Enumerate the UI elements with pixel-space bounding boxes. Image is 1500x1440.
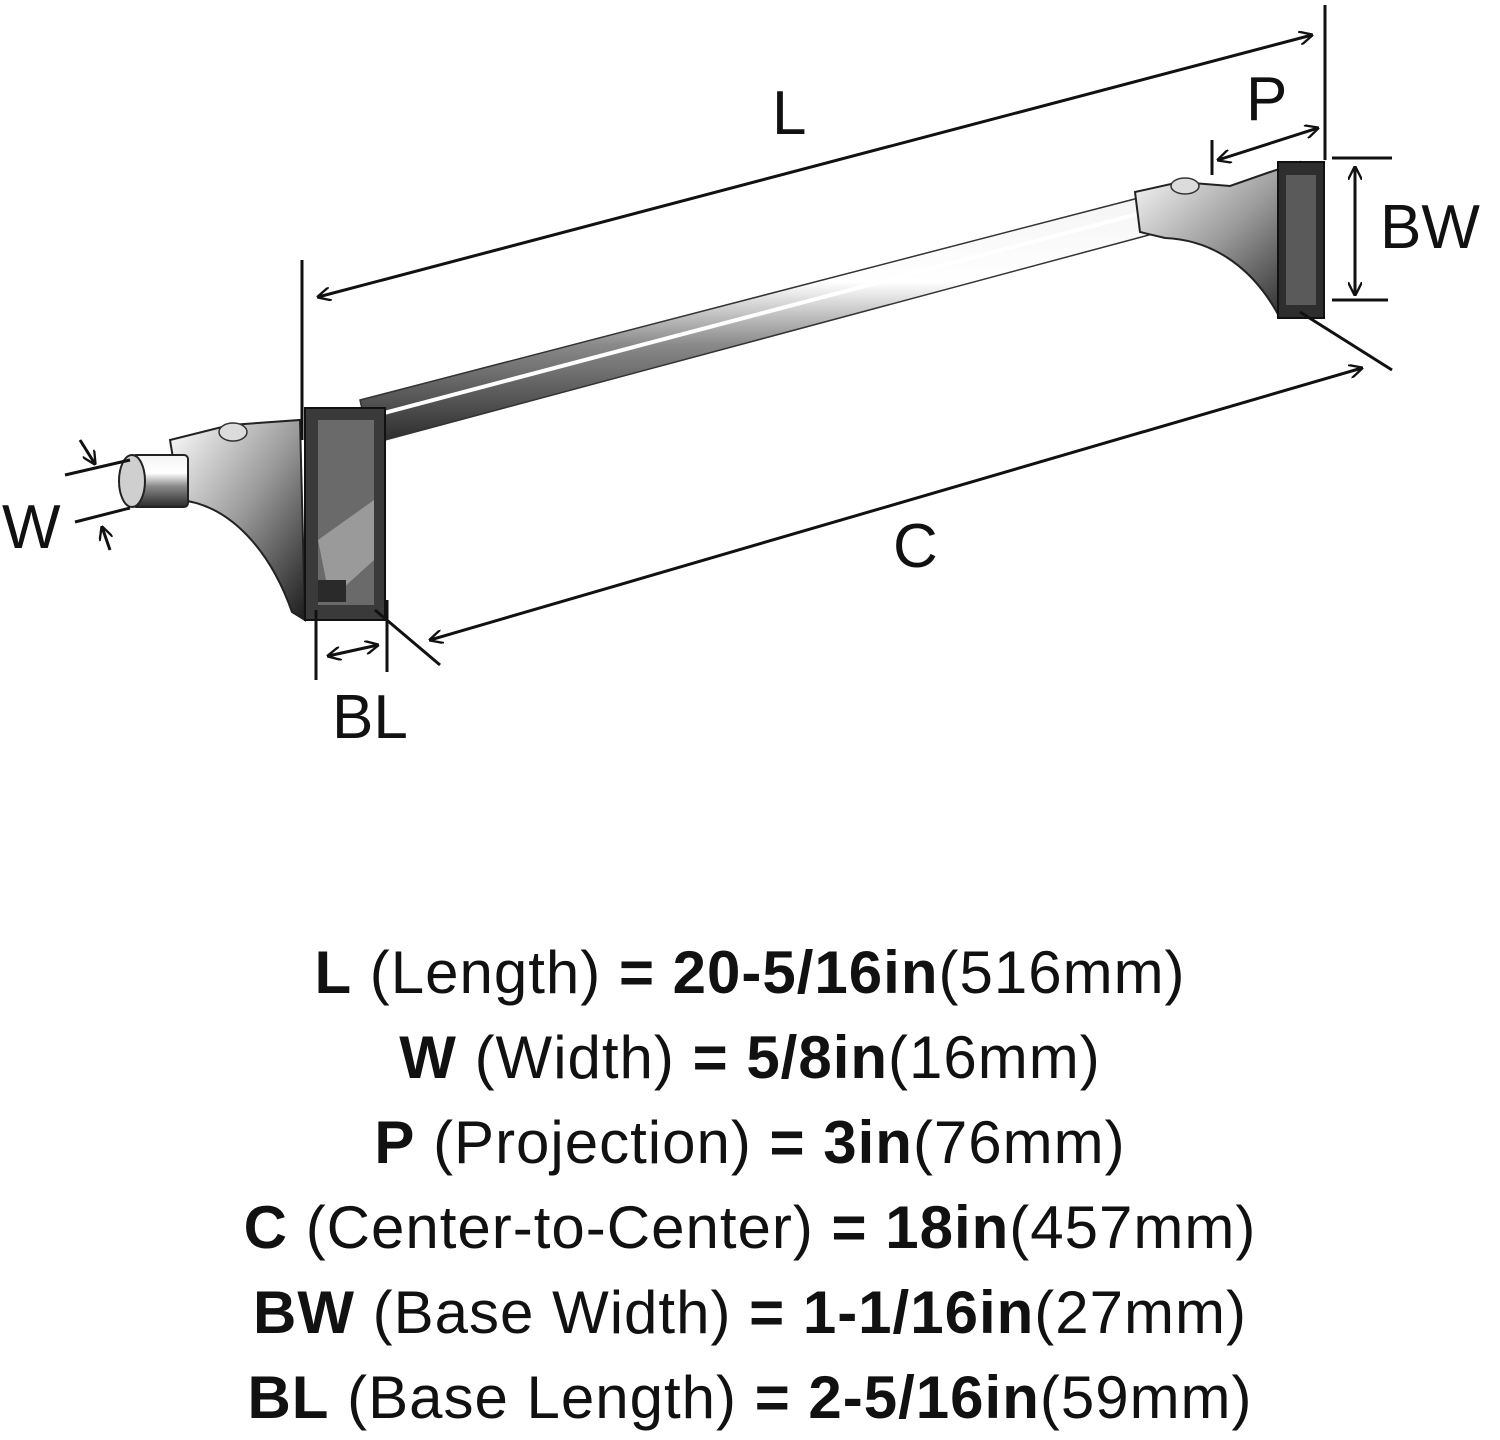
spec-code: BW	[253, 1279, 355, 1346]
spec-metric: (76mm)	[912, 1109, 1126, 1176]
spec-name: (Length)	[369, 939, 602, 1006]
label-P: P	[1246, 65, 1287, 134]
towel-bar-diagram: L P BW W C BL	[2, 5, 1480, 752]
spec-equals: =	[769, 1109, 806, 1176]
spec-imperial: 1-1/16in	[802, 1279, 1035, 1346]
towel-bar-rod	[359, 194, 1161, 445]
spec-code: L	[314, 939, 353, 1006]
spec-metric: (27mm)	[1034, 1279, 1247, 1346]
spec-row-width: W (Width) = 5/8in(16mm)	[0, 1015, 1500, 1100]
spec-metric: (457mm)	[1009, 1194, 1257, 1261]
spec-code: P	[374, 1109, 416, 1176]
spec-row-center-to-center: C (Center-to-Center) = 18in(457mm)	[0, 1185, 1500, 1270]
spec-imperial: 3in	[823, 1109, 913, 1176]
label-C: C	[893, 512, 938, 581]
spec-imperial: 2-5/16in	[808, 1364, 1040, 1431]
spec-metric: (516mm)	[938, 939, 1186, 1006]
spec-row-projection: P (Projection) = 3in(76mm)	[0, 1100, 1500, 1185]
spec-name: (Base Length)	[347, 1364, 738, 1431]
label-BL: BL	[332, 683, 408, 752]
spec-code: BL	[247, 1364, 330, 1431]
spec-equals: =	[754, 1364, 791, 1431]
label-L: L	[772, 79, 806, 148]
spec-imperial: 20-5/16in	[672, 939, 939, 1006]
spec-equals: =	[831, 1194, 868, 1261]
spec-metric: (59mm)	[1039, 1364, 1253, 1431]
dimension-lines	[64, 5, 1393, 680]
spec-code: C	[243, 1194, 289, 1261]
label-BW: BW	[1380, 193, 1480, 262]
spec-name: (Width)	[474, 1024, 675, 1091]
spec-equals: =	[618, 939, 655, 1006]
spec-imperial: 18in	[885, 1194, 1010, 1261]
spec-row-base-width: BW (Base Width) = 1-1/16in(27mm)	[0, 1270, 1500, 1355]
right-bracket	[1133, 160, 1325, 319]
end-cap	[118, 454, 189, 508]
spec-row-length: L (Length) = 20-5/16in(516mm)	[0, 930, 1500, 1015]
spec-name: (Base Width)	[372, 1279, 732, 1346]
spec-name: (Center-to-Center)	[305, 1194, 814, 1261]
spec-imperial: 5/8in	[746, 1024, 889, 1091]
specifications-list: L (Length) = 20-5/16in(516mm) W (Width) …	[0, 930, 1500, 1440]
spec-row-base-length: BL (Base Length) = 2-5/16in(59mm)	[0, 1355, 1500, 1440]
spec-name: (Projection)	[433, 1109, 752, 1176]
label-W: W	[2, 493, 61, 562]
spec-equals: =	[749, 1279, 786, 1346]
left-bracket	[168, 407, 386, 622]
spec-code: W	[399, 1024, 457, 1091]
spec-metric: (16mm)	[888, 1024, 1101, 1091]
spec-equals: =	[692, 1024, 729, 1091]
